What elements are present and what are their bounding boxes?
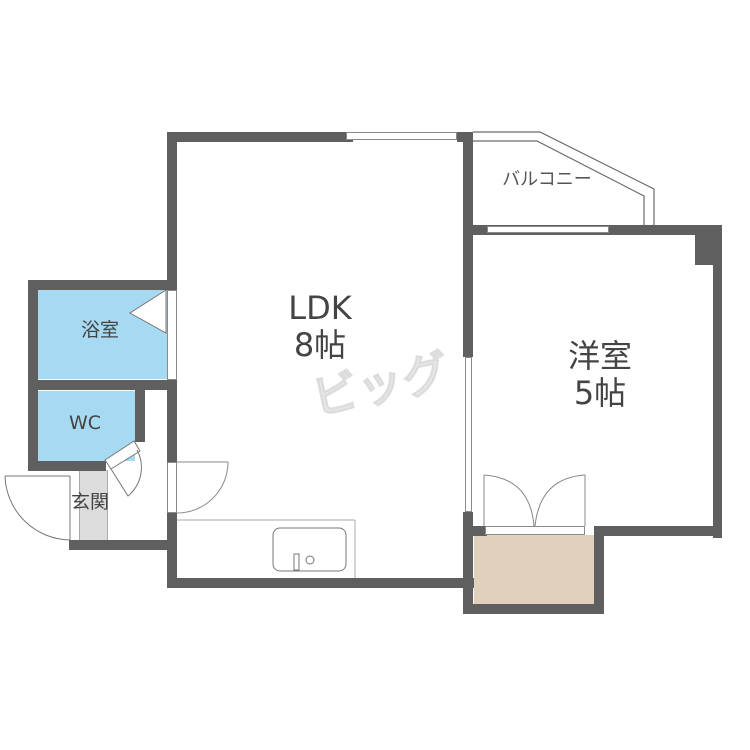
bath-window [167,290,177,380]
closet-bottom-wall [463,604,604,614]
wc-label: WC [68,412,102,434]
closet-top-wall [463,526,487,536]
ldk-size: 8帖 [293,325,347,364]
ldk-top-window [346,132,457,140]
ldk-left-wall [167,132,177,292]
ldk-left-wall-bottom [167,513,177,588]
sliding-door [465,357,472,512]
entrance-step [79,470,108,540]
bath-left-wall [28,280,38,470]
closet-opening [485,526,585,535]
ldk-inner-door-opening [167,462,177,513]
bath-top-wall [28,280,177,290]
closet-right-wall [594,526,604,612]
bathroom-label: 浴室 [80,319,119,341]
western-room-size: 5帖 [573,373,627,412]
ldk-label: LDK 8帖 [255,290,385,364]
western-room-name: 洋室 [567,337,632,375]
western-room-label: 洋室 5帖 [535,338,665,412]
wc-floor [37,391,135,461]
entrance-bottom-wall [69,540,177,550]
bath-door-symbol [129,289,167,334]
ldk-right-wall-bottom [463,512,473,612]
ldk-left-wall-lower [167,380,177,462]
ldk-top-wall [167,132,353,142]
balcony-label: バルコニー [502,169,592,190]
wc-right-wall [135,390,145,442]
ldk-right-wall-top [463,132,473,357]
ldk-name: LDK [288,289,352,327]
ldk-bottom-wall [167,578,474,588]
balcony-railing [473,131,655,225]
closet-floor [474,535,594,605]
room-bottom-wall [594,526,722,536]
wc-bottom-wall [28,461,106,471]
entrance-label: 玄関 [70,491,109,513]
room-top-window [487,226,609,233]
room-right-wall [713,225,722,538]
bath-wc-divider [28,380,177,390]
